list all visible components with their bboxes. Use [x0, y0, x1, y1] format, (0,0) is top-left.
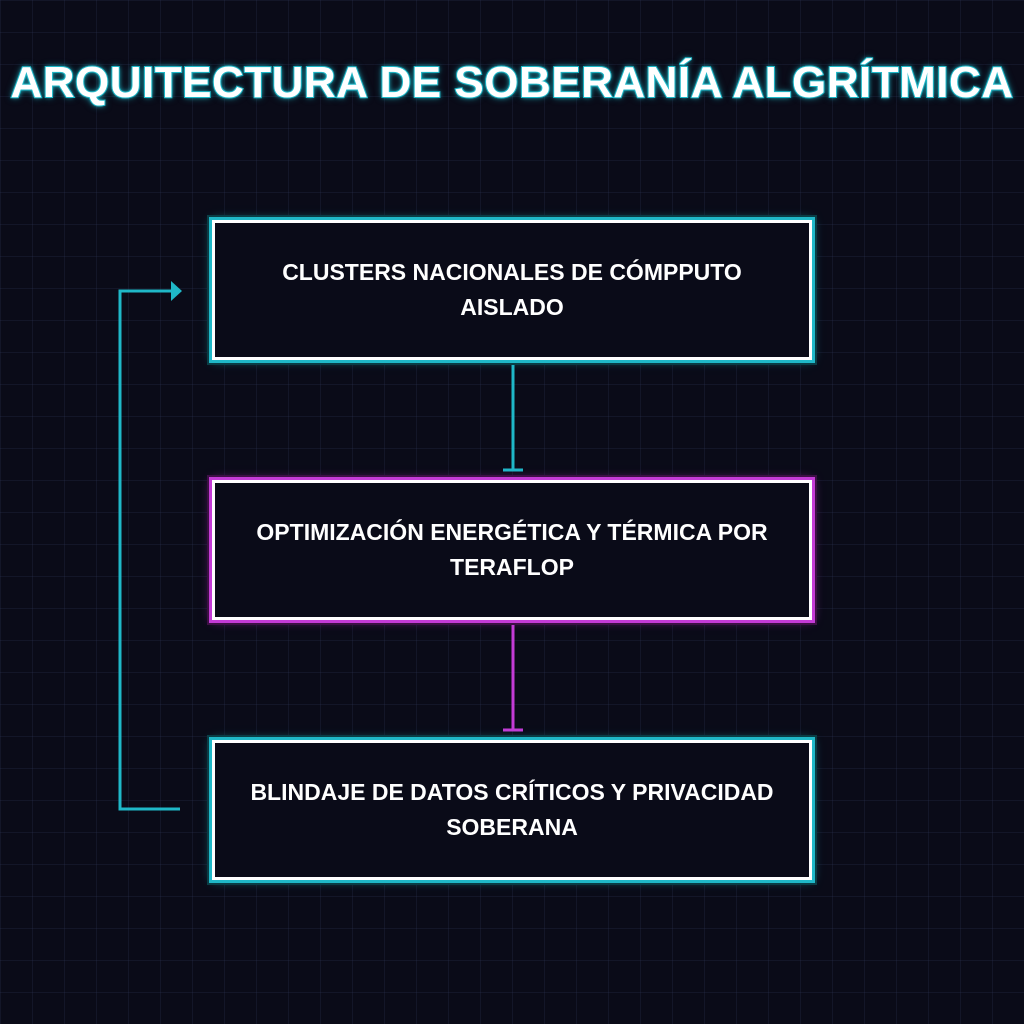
node-label: BLINDAJE DE DATOS CRÍTICOS Y PRIVACIDAD … — [250, 779, 774, 840]
feedback-loop-arrowhead — [171, 281, 182, 301]
node-optimizacion-energetica: OPTIMIZACIÓN ENERGÉTICA Y TÉRMICA POR TE… — [212, 480, 812, 620]
node-label: CLUSTERS NACIONALES DE CÓMPPUTO AISLADO — [282, 259, 742, 320]
node-label: OPTIMIZACIÓN ENERGÉTICA Y TÉRMICA POR TE… — [256, 519, 768, 580]
node-clusters-nacionales: CLUSTERS NACIONALES DE CÓMPPUTO AISLADO — [212, 220, 812, 360]
diagram-title: ARQUITECTURA DE SOBERANÍA ALGRÍTMICA — [9, 57, 1014, 108]
feedback-loop-connector — [118, 289, 180, 811]
node-blindaje-datos: BLINDAJE DE DATOS CRÍTICOS Y PRIVACIDAD … — [212, 740, 812, 880]
